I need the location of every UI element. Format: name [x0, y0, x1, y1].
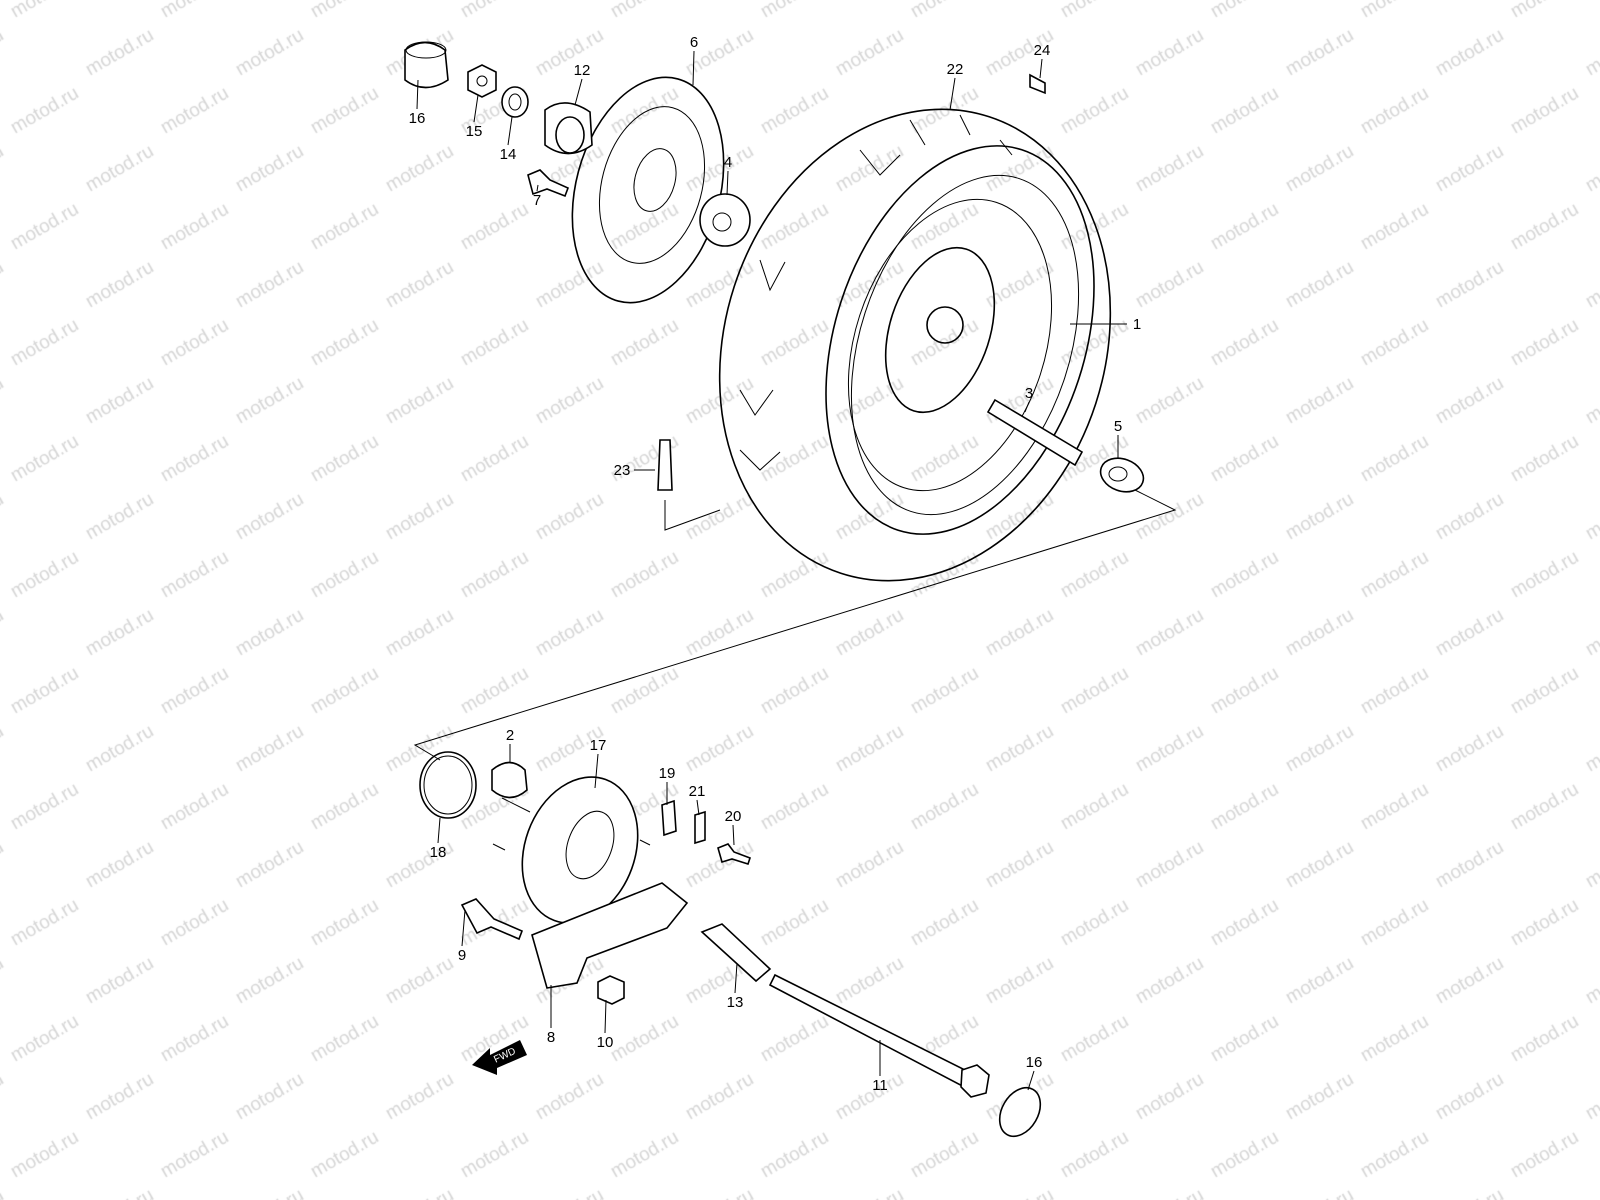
- callout-leader: [461, 909, 466, 947]
- callout-number: 18: [430, 844, 447, 861]
- callout-number: 21: [689, 783, 706, 800]
- callout-number: 2: [506, 727, 514, 744]
- callout-leader: [726, 170, 729, 196]
- callout-number: 3: [1025, 385, 1033, 402]
- callout-number: 5: [1114, 418, 1122, 435]
- callout-leader: [949, 77, 956, 111]
- callout-number: 7: [533, 192, 541, 209]
- callout-number: 19: [659, 765, 676, 782]
- callout-leader: [696, 799, 700, 816]
- callout-number: 12: [574, 62, 591, 79]
- callout-leader: [507, 116, 513, 146]
- callout-leader: [536, 184, 539, 192]
- callout-leader: [473, 94, 479, 123]
- callout-leader: [416, 79, 419, 110]
- fwd-arrow: FWD: [472, 1040, 527, 1075]
- brake-disc: [571, 76, 751, 304]
- callout-number: 15: [466, 123, 483, 140]
- callout-leader: [437, 817, 441, 844]
- callout-leader: [1039, 58, 1043, 79]
- callout-leader: [1024, 401, 1030, 413]
- callout-number: 17: [590, 737, 607, 754]
- lower-parts: [419, 751, 1042, 1138]
- callout-number: 24: [1034, 42, 1051, 59]
- callout-leader: [1027, 1070, 1035, 1091]
- callout-number: 6: [690, 34, 698, 51]
- callout-number: 11: [872, 1077, 888, 1094]
- valve: [657, 439, 721, 531]
- callout-number: 10: [597, 1034, 614, 1051]
- callout-number: 16: [409, 110, 426, 127]
- callout-number: 1: [1133, 316, 1141, 333]
- wheel-tire: [718, 108, 1145, 582]
- callout-leader: [692, 50, 695, 86]
- callout-number: 22: [947, 61, 964, 78]
- callout-number: 4: [724, 154, 732, 171]
- callout-number: 20: [725, 808, 742, 825]
- callout-number: 8: [547, 1029, 555, 1046]
- callout-number: 16: [1026, 1054, 1043, 1071]
- callout-number: 23: [614, 462, 631, 479]
- callout-number: 9: [458, 947, 466, 964]
- callout-number: 14: [500, 146, 517, 163]
- assembly-line: [413, 489, 1177, 761]
- callout-leader: [604, 999, 607, 1034]
- callout-leader: [594, 753, 599, 789]
- small-parts-top: [404, 41, 1046, 198]
- callout-leader: [732, 824, 735, 846]
- callout-number: 13: [727, 994, 744, 1011]
- callout-leader: [574, 78, 583, 106]
- callout-leader: [734, 962, 738, 994]
